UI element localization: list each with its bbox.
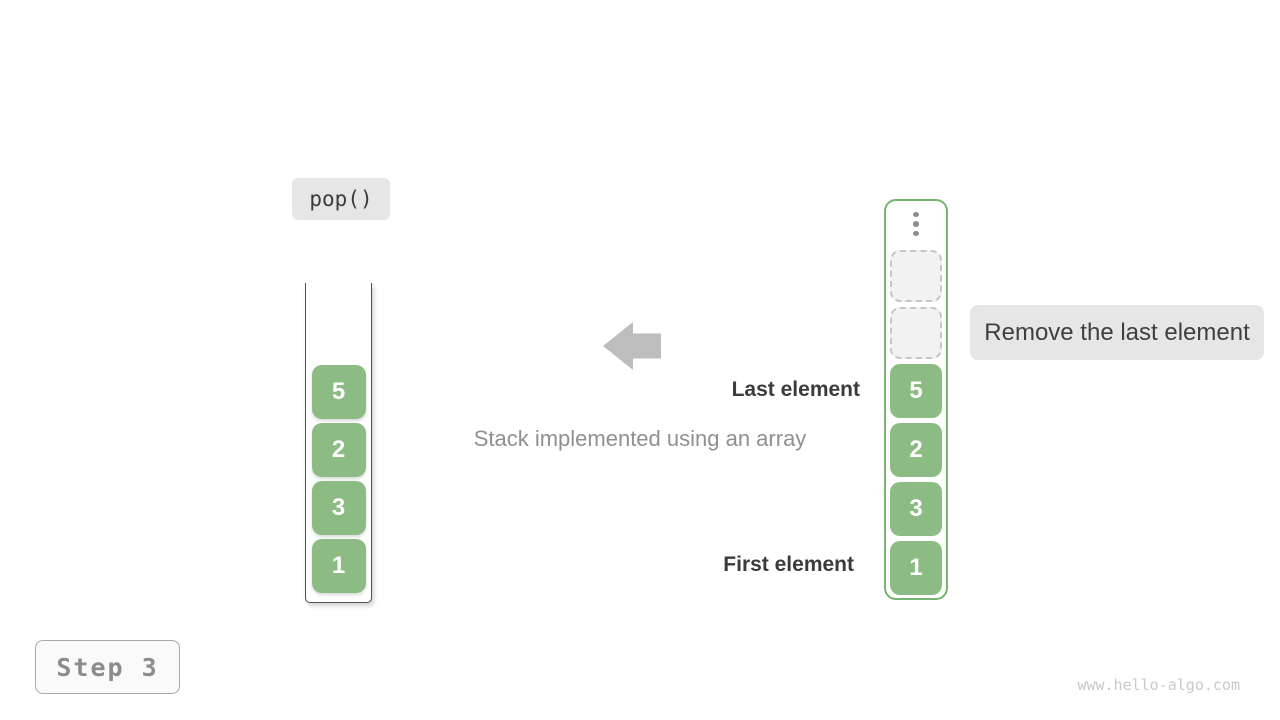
array-element: 3 [890, 482, 942, 536]
pop-operation-badge: pop() [292, 178, 390, 220]
array-element: 2 [890, 423, 942, 477]
empty-array-slot [890, 250, 942, 302]
stack-element: 1 [311, 539, 366, 593]
array-container-right: 5 2 3 1 [884, 199, 948, 600]
step-badge: Step 3 [35, 640, 180, 694]
stack-element: 5 [311, 365, 366, 419]
last-element-label: Last element [731, 378, 860, 401]
remove-annotation-bubble: Remove the last element [970, 305, 1264, 360]
empty-array-slot [890, 307, 942, 359]
left-arrow-icon [603, 322, 661, 370]
stack-element: 2 [311, 423, 366, 477]
diagram-caption: Stack implemented using an array [473, 426, 807, 451]
watermark: www.hello-algo.com [1077, 676, 1240, 694]
array-element: 1 [890, 541, 942, 595]
stack-container-left: 5 2 3 1 [305, 283, 372, 603]
stack-element: 3 [311, 481, 366, 535]
first-element-label: First element [723, 553, 854, 576]
vertical-ellipsis-icon [913, 212, 919, 236]
array-element: 5 [890, 364, 942, 418]
